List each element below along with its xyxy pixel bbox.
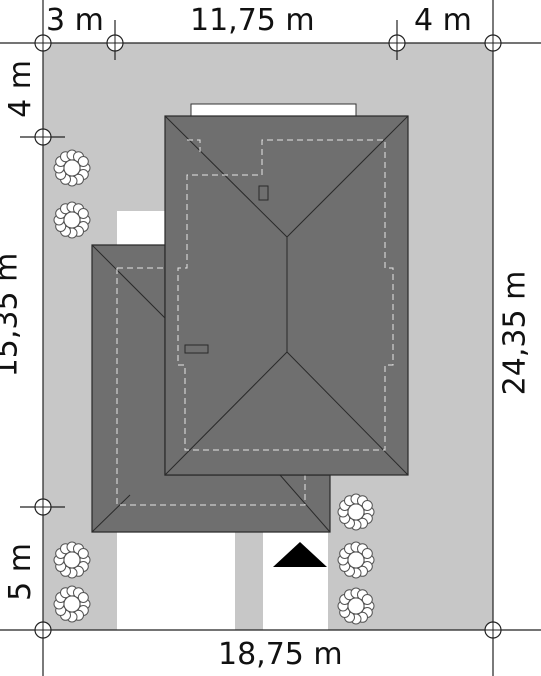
tree-icon [337, 587, 375, 625]
chimney [258, 185, 269, 201]
dim-bottom-total: 18,75 m [218, 637, 343, 672]
dim-top-left: 3 m [46, 3, 104, 38]
roof-window [184, 344, 209, 354]
main-house-roof [164, 115, 409, 476]
entrance-arrow-icon [273, 542, 327, 567]
tree-icon [53, 585, 91, 623]
tree-icon [53, 201, 91, 239]
front-path [263, 530, 328, 630]
trees [53, 149, 375, 625]
dim-left-lower: 5 m [2, 543, 38, 601]
dim-top-middle: 11,75 m [190, 3, 315, 38]
dim-left-upper: 4 m [2, 60, 38, 118]
rear-terrace [190, 103, 357, 117]
driveway [117, 530, 235, 630]
dim-left-middle: 15,35 m [0, 253, 25, 378]
corner-markers [34, 34, 502, 639]
tree-icon [337, 541, 375, 579]
tree-icon [337, 493, 375, 531]
tree-icon [53, 541, 91, 579]
dim-top-right: 4 m [414, 3, 472, 38]
dim-right-total: 24,35 m [497, 270, 533, 396]
tree-icon [53, 149, 91, 187]
side-strip [117, 211, 165, 247]
